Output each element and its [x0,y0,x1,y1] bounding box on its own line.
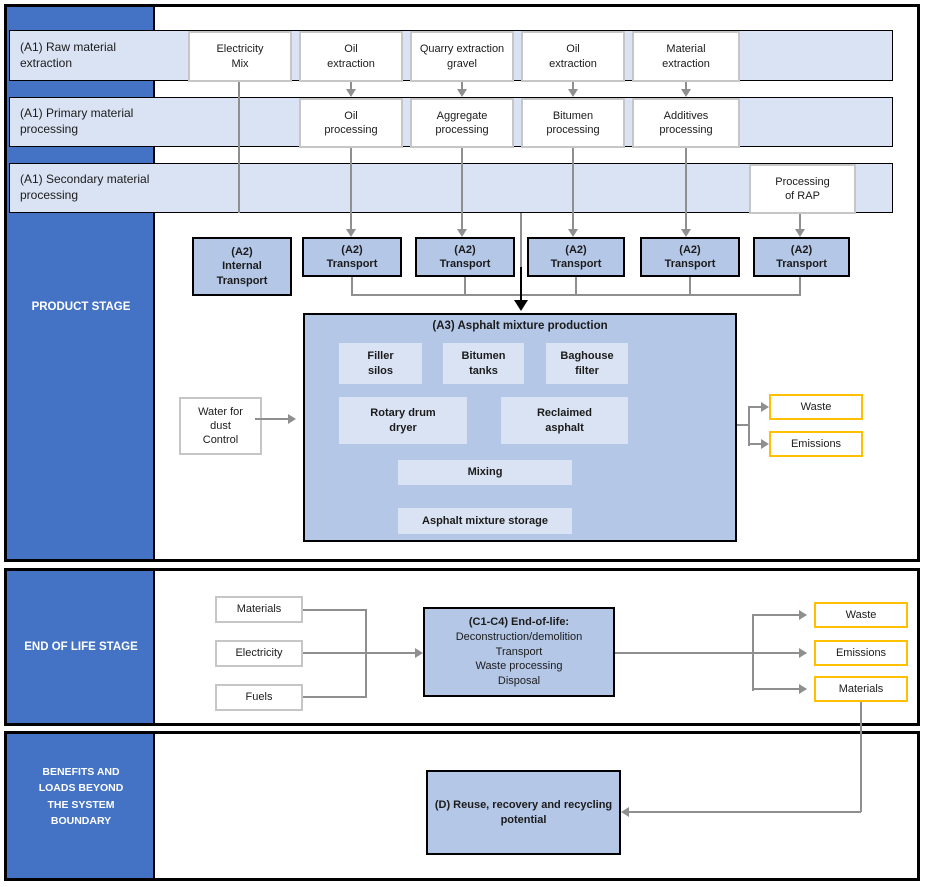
box-electricity-input: Electricity [215,640,303,667]
box-materials-input: Materials [215,596,303,623]
box-aggregate-processing: Aggregate processing [410,98,514,148]
box-bitumen-processing: Bitumen processing [521,98,625,148]
box-a2-transport-2: (A2) Transport [415,237,515,277]
box-oil-extraction-1: Oil extraction [299,31,403,82]
c-box-title: (C1-C4) End-of-life: [468,616,570,629]
unit-bitumen-tanks: Bitumen tanks [443,343,524,384]
unit-mixing: Mixing [398,460,572,485]
band-raw-material-label: (A1) Raw material extraction [20,39,117,70]
box-processing-of-rap: Processing of RAP [749,164,856,214]
box-a2-internal-transport: (A2) Internal Transport [192,237,292,296]
box-waste-eol: Waste [814,602,908,628]
box-a2-transport-3: (A2) Transport [527,237,625,277]
unit-rotary-drum-dryer: Rotary drum dryer [339,397,467,444]
c-box-lines: Deconstruction/demolition Transport Wast… [455,630,583,688]
box-material-extraction: Material extraction [632,31,740,82]
unit-reclaimed-asphalt: Reclaimed asphalt [501,397,628,444]
unit-baghouse-filter: Baghouse filter [546,343,628,384]
unit-asphalt-mixture-storage: Asphalt mixture storage [398,508,572,534]
benefits-label: BENEFITS AND LOADS BEYOND THE SYSTEM BOU… [38,766,124,827]
box-materials-eol: Materials [814,676,908,702]
box-additives-processing: Additives processing [632,98,740,148]
a3-title: (A3) Asphalt mixture production [432,320,608,332]
product-stage-section: PRODUCT STAGE (A1) Raw material extracti… [4,4,920,562]
band-secondary-label: (A1) Secondary material processing [20,172,150,202]
band-secondary-material-processing: (A1) Secondary material processing [9,163,893,213]
end-of-life-label: END OF LIFE STAGE [24,641,138,653]
box-a3-asphalt-mixture-production: (A3) Asphalt mixture production Filler s… [303,313,737,542]
box-electricity-mix: Electricity Mix [188,31,292,82]
benefits-section: BENEFITS AND LOADS BEYOND THE SYSTEM BOU… [4,731,920,881]
product-stage-label: PRODUCT STAGE [31,301,131,313]
box-oil-extraction-2: Oil extraction [521,31,625,82]
product-stage-sidebar [7,7,155,559]
box-quarry-extraction-gravel: Quarry extraction gravel [410,31,514,82]
box-a2-transport-4: (A2) Transport [640,237,740,277]
box-c1-c4-end-of-life: (C1-C4) End-of-life: Deconstruction/demo… [423,607,615,697]
band-primary-label: (A1) Primary material processing [20,106,134,136]
box-fuels-input: Fuels [215,684,303,711]
box-oil-processing: Oil processing [299,98,403,148]
end-of-life-sidebar [7,571,155,723]
box-a2-transport-1: (A2) Transport [302,237,402,277]
box-water-for-dust-control: Water for dust Control [179,397,262,455]
box-waste-product-stage: Waste [769,394,863,420]
end-of-life-section: END OF LIFE STAGE Materials Electricity … [4,568,920,726]
box-a2-transport-5: (A2) Transport [753,237,850,277]
box-emissions-product-stage: Emissions [769,431,863,457]
box-d-reuse-recovery-recycling: (D) Reuse, recovery and recycling potent… [426,770,621,855]
box-emissions-eol: Emissions [814,640,908,666]
unit-filler-silos: Filler silos [339,343,422,384]
benefits-sidebar [7,734,155,878]
